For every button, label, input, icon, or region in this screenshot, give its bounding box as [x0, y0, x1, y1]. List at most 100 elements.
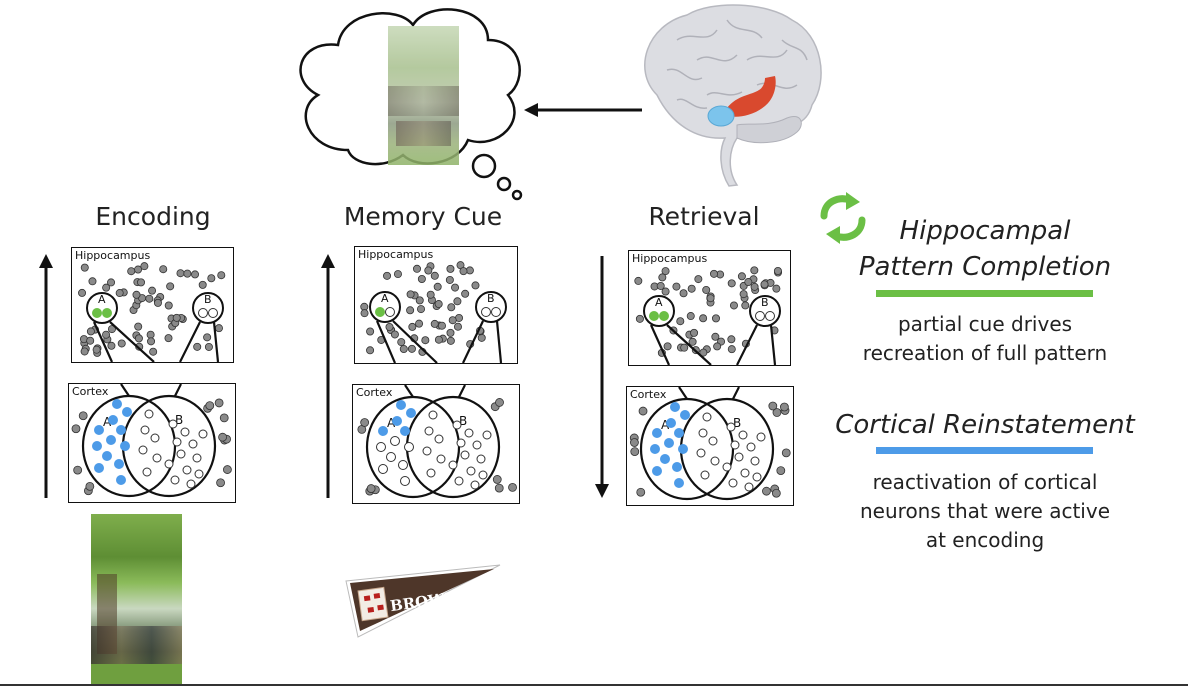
inactive-cortex-neuron — [192, 453, 202, 463]
inactive-cortex-neuron — [386, 452, 396, 462]
hippocampus-neuron — [658, 273, 667, 282]
inactive-cortex-neuron — [390, 436, 400, 446]
hippocampus-neuron — [672, 282, 681, 291]
hippocampus-neuron — [164, 301, 173, 310]
hippocampus-neuron — [688, 337, 697, 346]
hippocampus-neuron — [433, 282, 442, 291]
hippocampus-neuron — [107, 325, 116, 334]
inactive-cortex-neuron — [710, 456, 720, 466]
hippocampus-neuron — [193, 342, 202, 351]
inactive-cortex-neuron — [140, 425, 150, 435]
inactive-cortex-neuron — [734, 452, 744, 462]
hippocampus-neuron — [385, 323, 394, 332]
active-cortex-neuron — [406, 408, 416, 418]
inactive-cortex-neuron — [466, 466, 476, 476]
concept-pattern-completion-bar — [876, 290, 1093, 297]
inactive-cortex-neuron — [448, 460, 458, 470]
cortex-assembly-b — [679, 397, 775, 501]
active-cortex-neuron — [114, 459, 124, 469]
concept-pattern-completion-title-1: Hippocampal — [899, 216, 1071, 246]
hippocampus-neuron — [107, 278, 116, 287]
inactive-hippocampus-neuron — [755, 311, 765, 321]
inactive-cortex-neuron — [464, 428, 474, 438]
hippocampus-neuron — [713, 342, 722, 351]
cortex-neuron — [508, 483, 517, 492]
inactive-cortex-neuron — [454, 476, 464, 486]
active-cortex-neuron — [94, 463, 104, 473]
cycle-icon — [820, 192, 866, 244]
cortex-assembly-b — [405, 395, 501, 499]
hippocampus-neuron — [207, 274, 216, 283]
cortex-neuron — [781, 448, 791, 458]
cortex-neuron — [214, 398, 224, 408]
projection-line — [769, 324, 777, 365]
inactive-cortex-neuron — [152, 453, 162, 463]
hippocampus-neuron — [727, 345, 736, 354]
inactive-cortex-neuron — [144, 409, 154, 419]
cortex-neuron — [223, 465, 232, 474]
hippocampus-neuron — [204, 342, 213, 351]
inactive-cortex-neuron — [456, 438, 466, 448]
hippocampus-neuron — [661, 287, 670, 296]
inactive-cortex-neuron — [696, 448, 706, 458]
inactive-cortex-neuron — [186, 479, 196, 489]
cortex-neuron — [205, 401, 215, 410]
hippocampus-neuron — [426, 290, 435, 299]
projection-line — [392, 320, 438, 363]
hippocampus-neuron — [417, 305, 426, 314]
inactive-cortex-neuron — [756, 432, 766, 442]
projection-line — [174, 384, 182, 397]
assembly-a-label: A — [381, 292, 389, 305]
inactive-cortex-neuron — [138, 445, 148, 455]
active-cortex-neuron — [672, 462, 682, 472]
hippocampus-neuron — [117, 339, 126, 348]
pennant-logo: BROWN — [345, 564, 501, 638]
column-title-memory-cue: Memory Cue — [343, 202, 503, 231]
hippocampus-neuron — [739, 290, 748, 299]
assembly-a-label: A — [98, 293, 106, 306]
active-cortex-neuron — [396, 400, 406, 410]
hippocampus-neuron — [434, 335, 443, 344]
active-hippocampus-neuron — [102, 308, 112, 318]
hippocampus-neuron — [679, 289, 688, 298]
inactive-cortex-neuron — [142, 467, 152, 477]
projection-line — [92, 321, 114, 362]
cortex-label: Cortex — [72, 385, 109, 398]
cortex-neuron — [776, 466, 786, 475]
hippocampus-neuron — [390, 330, 399, 339]
inactive-cortex-neuron — [744, 482, 754, 492]
hippocampus-neuron — [78, 288, 87, 297]
projection-line — [212, 321, 220, 362]
retrieval-arrow-down — [595, 256, 609, 498]
hippocampus-neuron — [729, 301, 738, 310]
hippocampus-neuron — [477, 333, 486, 342]
projection-line — [732, 387, 740, 400]
cortex-label-a: A — [387, 416, 396, 430]
cortex-assembly-b — [121, 394, 217, 498]
inactive-cortex-neuron — [170, 475, 180, 485]
hippocampus-neuron — [451, 283, 460, 292]
inactive-hippocampus-neuron — [208, 308, 218, 318]
inactive-cortex-neuron — [436, 454, 446, 464]
active-cortex-neuron — [120, 441, 130, 451]
cortex-neuron — [495, 398, 504, 407]
hippocampus-neuron — [741, 301, 750, 310]
projection-line — [458, 385, 466, 398]
inactive-cortex-neuron — [398, 460, 408, 470]
brain-icon — [644, 4, 822, 187]
inactive-cortex-neuron — [400, 476, 410, 486]
hippocampus-neuron — [399, 345, 408, 354]
concept-cortical-reinstatement-title: Cortical Reinstatement — [835, 410, 1135, 440]
inactive-cortex-neuron — [482, 430, 492, 440]
hippocampus-neuron — [134, 334, 143, 343]
inactive-hippocampus-neuron — [481, 307, 491, 317]
cortex-neuron — [771, 488, 781, 498]
active-hippocampus-neuron — [659, 311, 669, 321]
assembly-b-label: B — [761, 296, 769, 309]
active-hippocampus-neuron — [92, 308, 102, 318]
hippocampus-neuron — [744, 278, 753, 287]
hippocampus-neuron — [656, 281, 665, 290]
